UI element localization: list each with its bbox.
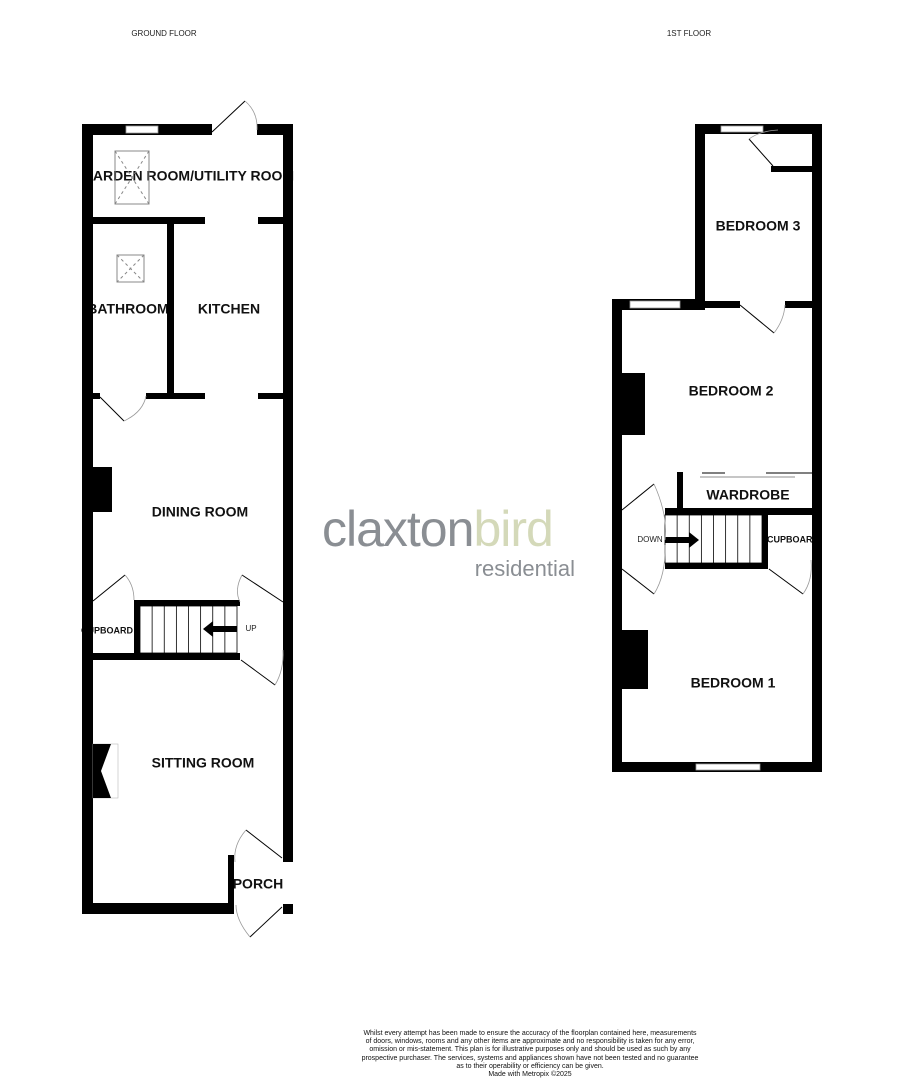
ground-floor: GARDEN ROOM/UTILITY ROOM BATHROOM KITCHE… — [81, 100, 294, 938]
door — [739, 304, 786, 334]
room-cupboard-first: CUPBOARD — [767, 534, 820, 544]
fireplace-icon — [92, 743, 119, 799]
window — [125, 125, 159, 134]
room-bedroom-2: BEDROOM 2 — [689, 383, 774, 399]
room-wardrobe: WARDROBE — [706, 487, 789, 503]
first-floor: BEDROOM 3 BEDROOM 2 WARDROBE CUPBOARD BE… — [612, 124, 822, 772]
window — [720, 125, 764, 133]
walls — [612, 124, 822, 772]
logo-subtitle: residential — [474, 556, 575, 581]
door — [621, 483, 666, 595]
cupboard-door — [768, 559, 812, 595]
room-bedroom-1: BEDROOM 1 — [691, 675, 776, 691]
disclaimer: Whilst every attempt has been made to en… — [330, 1030, 730, 1079]
disclaimer-line: as to their operability or efficiency ca… — [456, 1062, 604, 1070]
door — [237, 574, 284, 686]
disclaimer-line: prospective purchaser. The services, sys… — [361, 1054, 699, 1062]
walls — [82, 124, 293, 914]
door — [748, 129, 779, 167]
disclaimer-credit: Made with Metropix ©2025 — [488, 1071, 572, 1079]
front-door — [234, 829, 283, 938]
logo-text-claxton: claxton — [322, 501, 474, 557]
disclaimer-line: omission or mis-statement. This plan is … — [369, 1046, 691, 1054]
door — [99, 395, 147, 422]
first-floor-title: 1ST FLOOR — [667, 29, 712, 38]
stairs-down-label: DOWN — [637, 535, 663, 544]
disclaimer-line: Whilst every attempt has been made to en… — [363, 1030, 697, 1037]
ground-floor-title: GROUND FLOOR — [131, 29, 197, 38]
window — [695, 763, 761, 771]
room-dining-room: DINING ROOM — [152, 504, 248, 520]
room-cupboard: CUPBOARD — [81, 625, 134, 635]
room-garden-room: GARDEN ROOM/UTILITY ROOM — [82, 168, 294, 184]
logo-text-bird: bird — [473, 501, 553, 557]
chimney-breast — [622, 630, 648, 689]
wardrobe-sliding-doors — [700, 472, 812, 478]
window — [629, 300, 681, 309]
chimney-breast — [622, 373, 645, 435]
stairs-up-label: UP — [245, 624, 256, 633]
logo: claxtonbird — [322, 500, 554, 558]
cupboard-door — [92, 574, 135, 602]
chimney-breast — [93, 467, 112, 512]
skylight-icon — [114, 150, 150, 205]
room-bathroom: BATHROOM — [87, 301, 168, 317]
room-porch: PORCH — [233, 876, 284, 892]
staircase — [139, 605, 238, 654]
arrow-left-icon — [203, 621, 237, 637]
skylight-icon — [116, 254, 145, 283]
arrow-right-icon — [665, 532, 699, 548]
room-bedroom-3: BEDROOM 3 — [716, 218, 801, 234]
room-kitchen: KITCHEN — [198, 301, 260, 317]
disclaimer-line: of doors, windows, rooms and any other i… — [365, 1038, 695, 1046]
room-sitting-room: SITTING ROOM — [152, 755, 255, 771]
door — [211, 100, 258, 133]
